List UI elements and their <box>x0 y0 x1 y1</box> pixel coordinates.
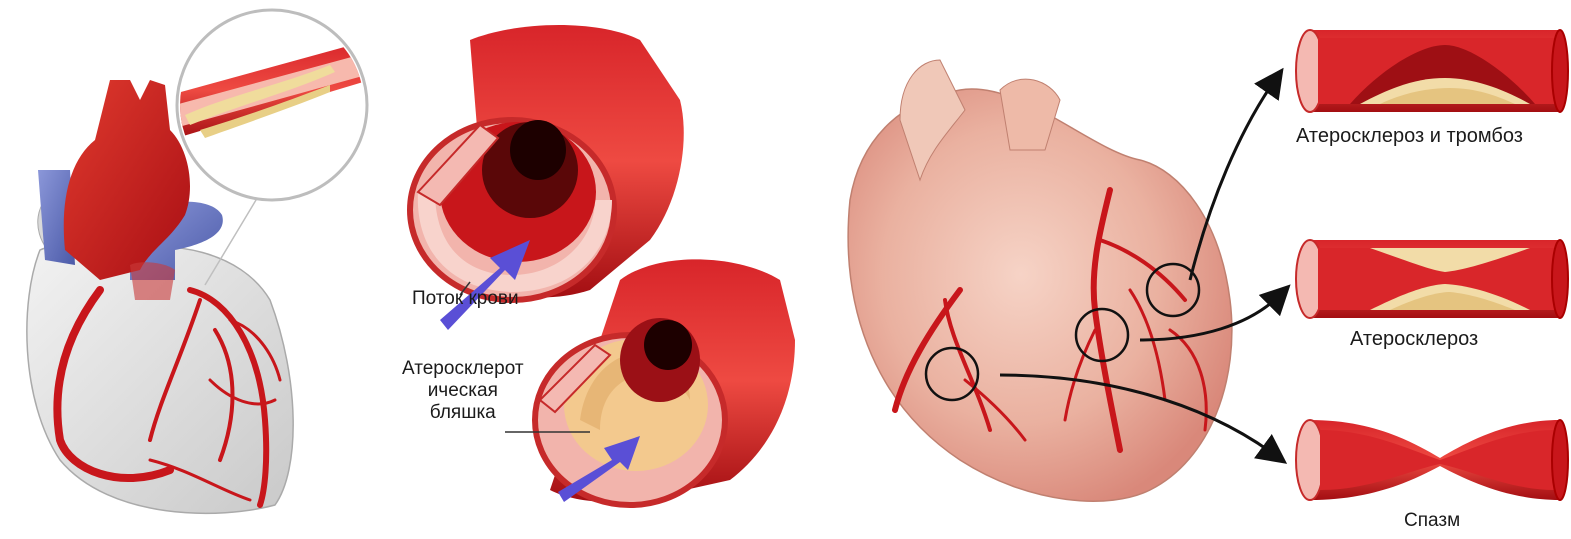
label-atherosclerotic-plaque: Атеросклерот ическая бляшка <box>402 358 524 424</box>
label-spasm: Спазм <box>1404 510 1460 532</box>
label-atherosclerosis-thrombosis: Атеросклероз и тромбоз <box>1296 125 1523 148</box>
heart-illustration-left <box>27 10 370 513</box>
label-plaque-line-2: ическая <box>402 380 524 402</box>
vessel-thrombosis-illustration <box>1296 30 1568 112</box>
heart-illustration-right <box>848 60 1232 501</box>
vessel-normal-illustration <box>410 25 684 300</box>
label-plaque-line-3: бляшка <box>402 402 524 424</box>
label-blood-flow: Поток крови <box>412 288 519 310</box>
vessel-atherosclerosis-illustration <box>1296 240 1568 318</box>
label-plaque-line-1: Атеросклерот <box>402 358 524 380</box>
label-atherosclerosis: Атеросклероз <box>1350 328 1478 351</box>
vessel-plaque-illustration <box>535 259 795 505</box>
vessel-spasm-illustration <box>1296 420 1568 500</box>
